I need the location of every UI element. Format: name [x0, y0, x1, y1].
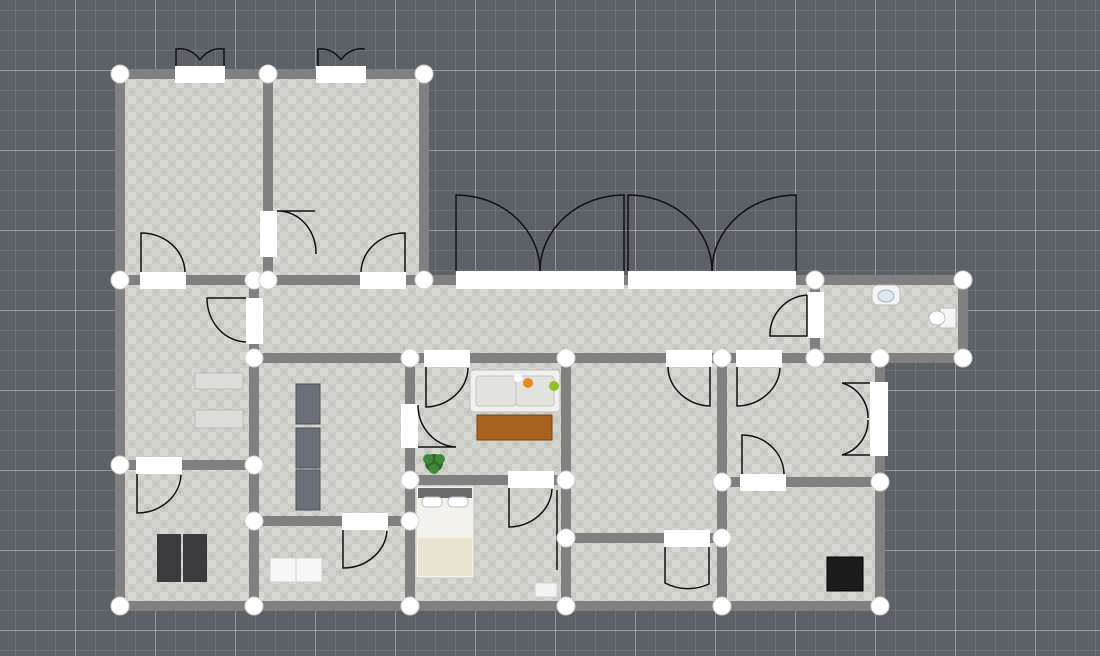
wall-node-handle[interactable] — [258, 64, 278, 84]
cushion-icon — [514, 374, 522, 382]
wall-node-handle[interactable] — [805, 348, 825, 368]
wall-node-handle[interactable] — [953, 348, 973, 368]
furniture-layer — [157, 284, 957, 598]
door-swing-arc[interactable] — [664, 547, 710, 590]
wall-node-handle[interactable] — [870, 596, 890, 616]
door-swing-arc[interactable] — [140, 232, 186, 273]
door-swing-arc[interactable] — [417, 404, 457, 448]
wall-node-handle[interactable] — [414, 64, 434, 84]
door-opening[interactable] — [401, 404, 418, 448]
wall-node-handle[interactable] — [400, 470, 420, 490]
potted-plant[interactable] — [423, 454, 445, 474]
door-opening[interactable] — [666, 350, 712, 367]
nightstand[interactable] — [534, 582, 558, 598]
wall-node-handle[interactable] — [110, 455, 130, 475]
shelf[interactable] — [269, 557, 297, 583]
door-swing-arc[interactable] — [136, 474, 182, 514]
door-opening[interactable] — [870, 382, 888, 456]
wall-node-handle[interactable] — [244, 455, 264, 475]
cushion-icon — [549, 381, 559, 391]
patio-door-swing-arc[interactable] — [455, 194, 541, 272]
wall-node-handle[interactable] — [556, 528, 576, 548]
door-swing-arc[interactable] — [508, 488, 553, 528]
toilet[interactable] — [928, 307, 957, 329]
door-opening[interactable] — [342, 513, 388, 530]
door-swing-arc[interactable] — [340, 47, 366, 61]
washbasin[interactable] — [871, 284, 901, 306]
door-opening[interactable] — [736, 350, 782, 367]
door-opening[interactable] — [740, 474, 786, 491]
patio-door-swing-arc[interactable] — [711, 194, 797, 272]
wall-node-handle[interactable] — [244, 511, 264, 531]
coffee-table[interactable] — [476, 414, 553, 441]
wall-node-handle[interactable] — [244, 596, 264, 616]
wall-node-handle[interactable] — [712, 528, 732, 548]
patio-door-swing-arc[interactable] — [627, 194, 713, 272]
door-swing-arc[interactable] — [175, 47, 201, 66]
window-opening[interactable] — [316, 66, 366, 83]
door-swing-arc[interactable] — [841, 382, 870, 419]
door-swing-arc[interactable] — [199, 47, 225, 66]
floor-bedroom-right[interactable] — [268, 74, 424, 280]
stove[interactable] — [826, 556, 864, 592]
door-swing-arc[interactable] — [206, 297, 247, 343]
wall-node-handle[interactable] — [400, 348, 420, 368]
dryer[interactable] — [183, 534, 207, 582]
door-opening[interactable] — [424, 350, 470, 367]
door-opening[interactable] — [508, 471, 554, 488]
door-swing-arc[interactable] — [667, 366, 711, 407]
wall-node-handle[interactable] — [870, 348, 890, 368]
openings-layer — [136, 66, 888, 547]
wall-node-handle[interactable] — [110, 64, 130, 84]
wall-node-handle[interactable] — [400, 511, 420, 531]
wall-node-handle[interactable] — [258, 270, 278, 290]
door-opening[interactable] — [664, 530, 710, 547]
door-swing-arc[interactable] — [317, 48, 342, 66]
wall-node-handle[interactable] — [712, 348, 732, 368]
floor-bedroom-left[interactable] — [120, 74, 268, 280]
handles-layer — [110, 64, 973, 616]
wall-node-handle[interactable] — [244, 348, 264, 368]
cabinet[interactable] — [295, 383, 321, 511]
wall-node-handle[interactable] — [712, 596, 732, 616]
door-opening[interactable] — [246, 298, 263, 344]
door-opening[interactable] — [807, 292, 824, 338]
door-opening[interactable] — [136, 457, 182, 474]
wall-node-handle[interactable] — [556, 596, 576, 616]
patio-door-swing-arc[interactable] — [539, 194, 625, 272]
window-opening[interactable] — [175, 66, 225, 83]
washing-machine[interactable] — [157, 534, 181, 582]
door-swing-arc[interactable] — [425, 367, 469, 408]
door-opening[interactable] — [260, 211, 277, 257]
door-swing-arc[interactable] — [769, 294, 808, 337]
door-swing-arc[interactable] — [360, 232, 406, 273]
door-opening[interactable] — [140, 272, 186, 289]
wall-node-handle[interactable] — [400, 596, 420, 616]
wall-node-handle[interactable] — [870, 472, 890, 492]
door-swing-arc[interactable] — [841, 419, 870, 456]
wall-node-handle[interactable] — [953, 270, 973, 290]
wall-node-handle[interactable] — [110, 270, 130, 290]
sofa[interactable] — [469, 369, 561, 413]
door-swings-layer — [136, 47, 870, 590]
cushion-icon — [523, 378, 533, 388]
wall-node-handle[interactable] — [110, 596, 130, 616]
wall-node-handle[interactable] — [556, 470, 576, 490]
door-swing-arc[interactable] — [741, 434, 785, 475]
door-swing-arc[interactable] — [342, 530, 388, 569]
patio-door-opening[interactable] — [456, 271, 624, 289]
bench[interactable] — [194, 372, 244, 390]
shelf[interactable] — [295, 557, 323, 583]
door-opening[interactable] — [360, 272, 406, 289]
bench[interactable] — [194, 409, 244, 429]
wall-node-handle[interactable] — [556, 348, 576, 368]
wall-node-handle[interactable] — [414, 270, 434, 290]
patio-door-opening[interactable] — [628, 271, 796, 289]
wall-node-handle[interactable] — [805, 270, 825, 290]
wall-node-handle[interactable] — [712, 472, 732, 492]
door-swing-arc[interactable] — [276, 210, 317, 255]
door-swing-arc[interactable] — [736, 367, 781, 407]
bed[interactable] — [415, 485, 475, 579]
